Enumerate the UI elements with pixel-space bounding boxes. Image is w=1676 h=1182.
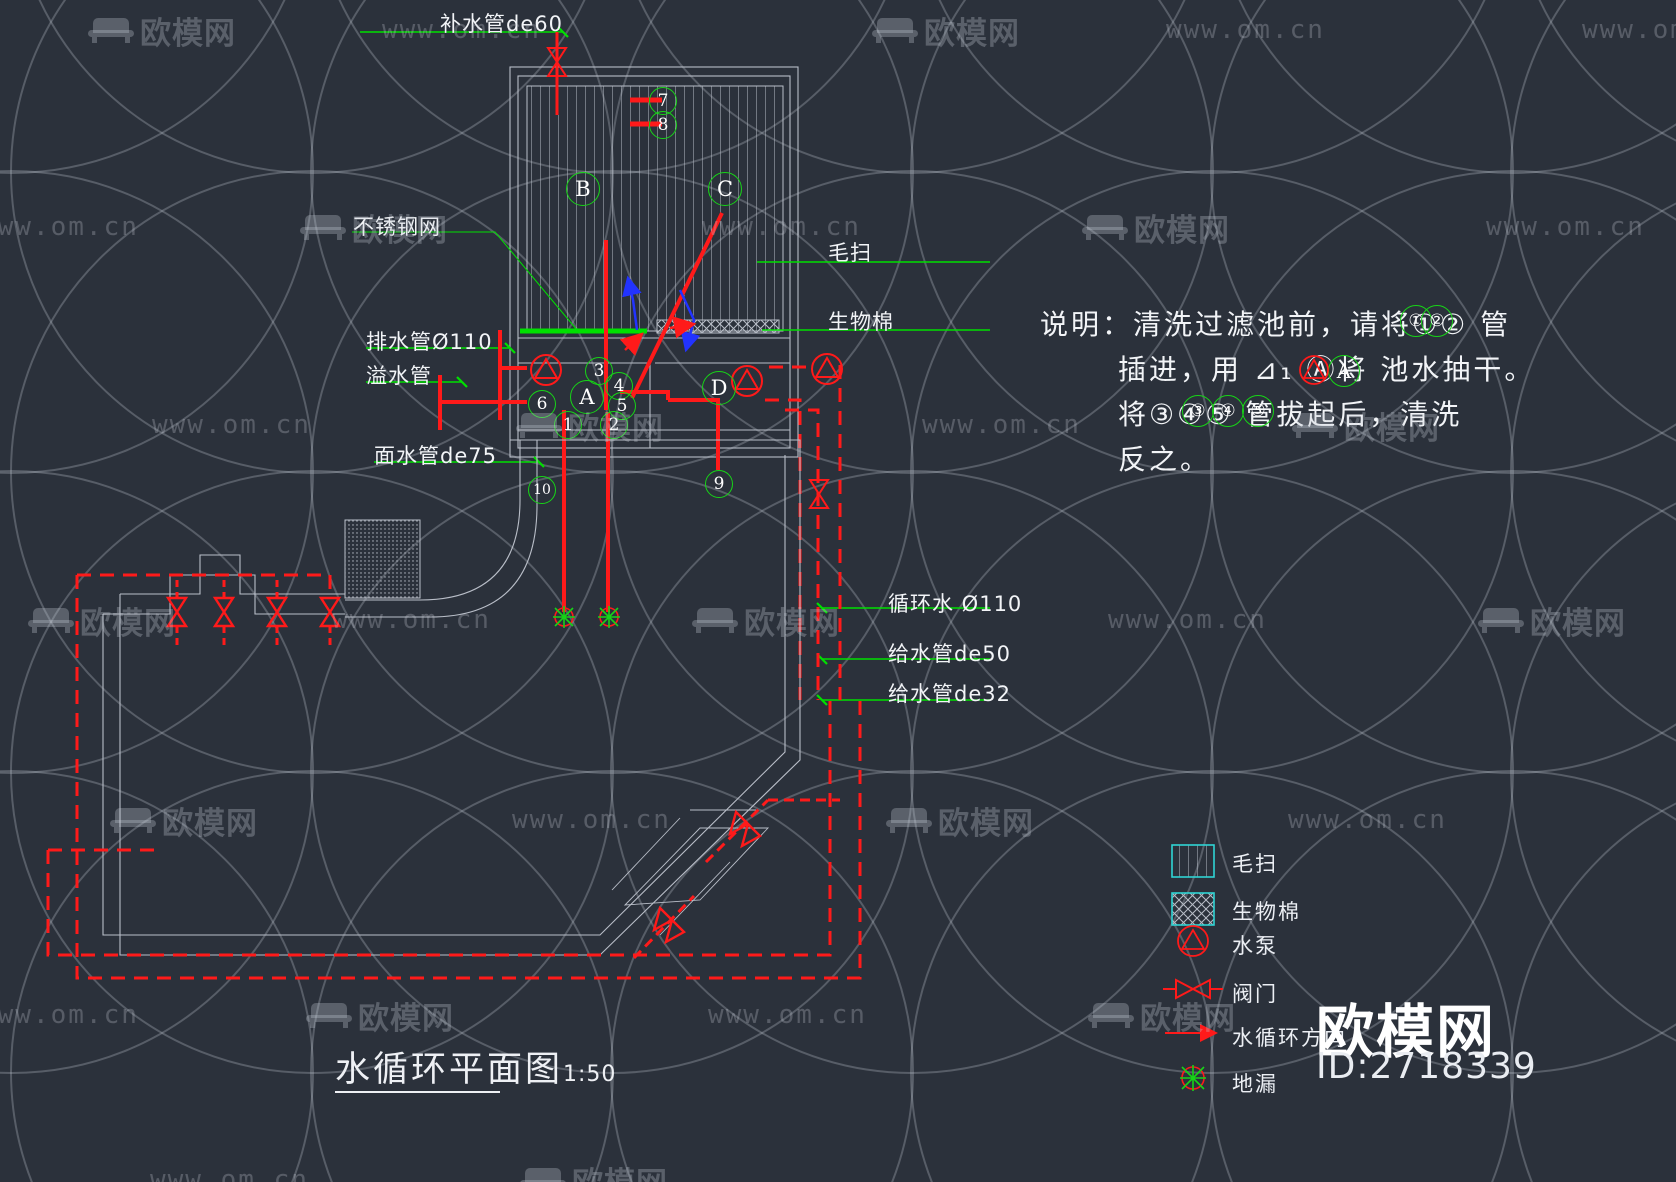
bubble-label: 7 bbox=[657, 91, 669, 111]
label-makeup-water-pipe: 补水管de60 bbox=[440, 12, 563, 36]
label-circulating-water: 循环水 Ø110 bbox=[888, 592, 1023, 616]
bubble-label: A bbox=[579, 385, 595, 409]
bubble-label: 6 bbox=[536, 394, 548, 414]
equipment-block bbox=[344, 519, 421, 599]
brand-watermark: 欧模网 bbox=[1316, 998, 1497, 1066]
label-drain-pipe: 排水管Ø110 bbox=[366, 330, 493, 354]
note-bubble-A: A bbox=[1328, 355, 1360, 387]
branch-valves-left bbox=[165, 580, 342, 648]
pump-symbol-3 bbox=[811, 353, 843, 385]
legend-label-pump: 水泵 bbox=[1232, 934, 1278, 958]
bubble-B: B bbox=[566, 172, 600, 206]
label-brush-filter: 毛扫 bbox=[828, 241, 872, 265]
bubble-label: 3 bbox=[593, 361, 605, 381]
floor-drain-2 bbox=[598, 606, 620, 628]
circulation-loop-bottom bbox=[46, 573, 862, 980]
diagonal-red-pipe bbox=[630, 212, 724, 399]
diagonal-branch-pipes bbox=[611, 809, 770, 936]
bubble-C: C bbox=[708, 172, 742, 206]
bubble-10: 10 bbox=[528, 476, 556, 504]
legend-swatch-biocotton bbox=[1171, 892, 1215, 926]
label-overflow-pipe: 溢水管 bbox=[366, 364, 432, 388]
label-water-supply-de32: 给水管de32 bbox=[888, 682, 1011, 706]
label-stainless-mesh: 不锈钢网 bbox=[353, 215, 441, 239]
bubble-label: C bbox=[716, 177, 734, 201]
legend-label-valve: 阀门 bbox=[1232, 982, 1278, 1006]
bubble-label: 5 bbox=[616, 396, 628, 416]
note-text: 插进，用 ⊿₁ Ⓐ将 池水抽干。 bbox=[1118, 353, 1536, 386]
pump-symbol-1 bbox=[530, 354, 562, 386]
legend-label-brush: 毛扫 bbox=[1232, 852, 1278, 876]
drain-overflow-pipes bbox=[438, 330, 527, 430]
note-pump-symbol bbox=[1299, 355, 1329, 385]
bubble-label: 9 bbox=[713, 474, 725, 494]
curved-inlet-pipe bbox=[345, 440, 538, 618]
legend-symbol-pump bbox=[1177, 925, 1209, 957]
drawing-scale: 1:50 bbox=[563, 1062, 617, 1087]
bubble-8: 8 bbox=[649, 111, 677, 139]
bubble-D: D bbox=[702, 371, 736, 405]
note-bubble-4: ④ bbox=[1212, 395, 1244, 427]
bubble-label: 10 bbox=[533, 482, 551, 498]
floor-drain-1 bbox=[553, 606, 575, 628]
valve-symbol-right bbox=[808, 479, 830, 509]
bubble-label: D bbox=[710, 376, 728, 400]
bubble-2: 2 bbox=[600, 411, 628, 439]
bubble-label: 1 bbox=[562, 415, 574, 435]
label-surface-water-pipe: 面水管de75 bbox=[374, 444, 497, 468]
room-outline bbox=[102, 439, 801, 956]
bubble-label: 2 bbox=[608, 415, 620, 435]
bubble-9: 9 bbox=[705, 470, 733, 498]
legend-symbol-floor-drain bbox=[1180, 1065, 1206, 1091]
pump-symbol-2 bbox=[731, 365, 763, 397]
bubble-6: 6 bbox=[528, 390, 556, 418]
valve-symbol-top bbox=[546, 47, 568, 77]
label-water-supply-de50: 给水管de50 bbox=[888, 642, 1011, 666]
circulation-loop-right bbox=[765, 365, 842, 700]
bubble-label: B bbox=[575, 177, 591, 201]
note-bubble-3: ③ bbox=[1182, 395, 1214, 427]
model-id-text: ID:2718339 bbox=[1316, 1046, 1537, 1087]
bubble-label: 4 bbox=[613, 376, 625, 396]
drawing-title-text: 水循环平面图 bbox=[335, 1050, 564, 1090]
legend-label-biocotton: 生物棉 bbox=[1232, 900, 1301, 924]
bubble-1: 1 bbox=[554, 411, 582, 439]
note-line-4: 反之。 bbox=[1118, 437, 1211, 482]
legend-label-floordrain: 地漏 bbox=[1232, 1072, 1278, 1096]
legend-swatch-brush bbox=[1171, 844, 1215, 878]
note-bubble-2: ② bbox=[1421, 305, 1453, 337]
leader-lines bbox=[352, 31, 990, 701]
legend-label-flow: 水循环方向 bbox=[1232, 1026, 1347, 1050]
note-bubble-5: ⑤ bbox=[1242, 395, 1274, 427]
note-line-3: 将③④⑤ 管拔起后，清洗 bbox=[1118, 392, 1462, 437]
drawing-title: 水循环平面图1:50 bbox=[335, 1041, 616, 1092]
note-text: 将③④⑤ 管拔起后，清洗 bbox=[1118, 398, 1463, 431]
flow-arrows-red-small bbox=[619, 316, 697, 356]
note-line-2: 插进，用 ⊿₁ Ⓐ将 池水抽干。 bbox=[1118, 347, 1535, 392]
label-bio-cotton: 生物棉 bbox=[828, 310, 894, 334]
bubble-A: A bbox=[570, 380, 604, 414]
diagonal-valves bbox=[632, 798, 840, 960]
note-text: 反之。 bbox=[1118, 443, 1212, 476]
bubble-label: 8 bbox=[657, 115, 669, 135]
legend-symbol-valve bbox=[1163, 978, 1223, 1000]
